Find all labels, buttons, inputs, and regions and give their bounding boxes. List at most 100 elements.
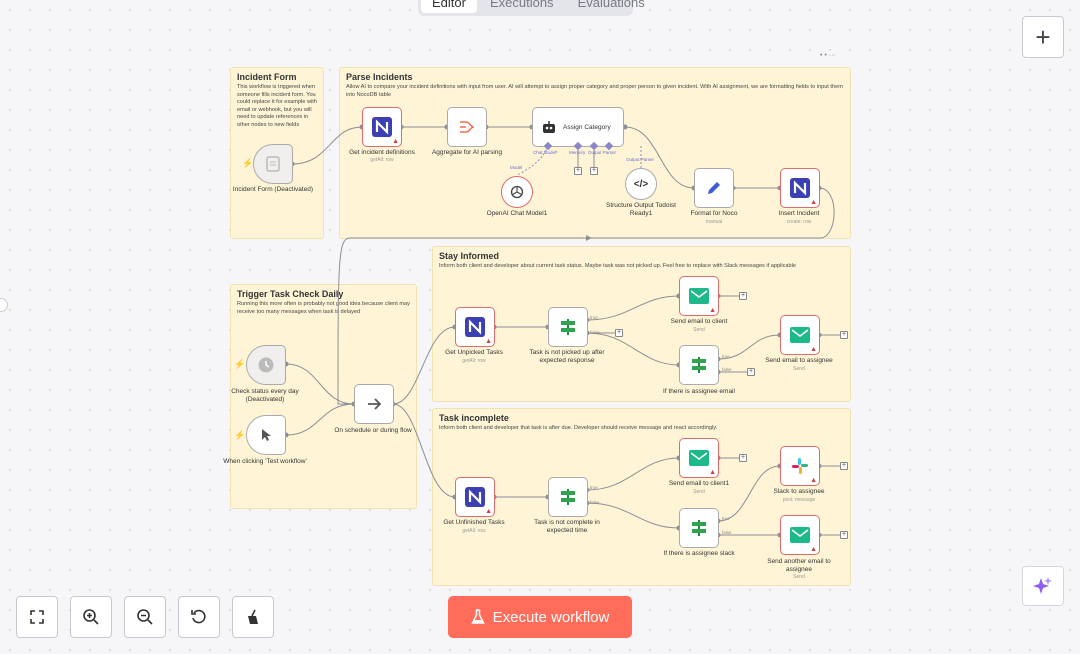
- clock-icon: [258, 357, 274, 373]
- node-insert-incident[interactable]: ▲: [780, 168, 820, 208]
- node-aggregate[interactable]: [447, 107, 487, 147]
- add-node-button[interactable]: +: [747, 368, 755, 376]
- sticky-desc: This workflow is triggered when someone …: [237, 84, 317, 128]
- node-slack-to-assignee[interactable]: ▲: [780, 446, 820, 486]
- warning-icon: ▲: [485, 508, 492, 515]
- node-when-clicking-test[interactable]: [246, 415, 286, 455]
- email-icon: [790, 527, 810, 543]
- sticky-desc: Running this more often is probably not …: [237, 301, 410, 315]
- canvas-options-icon[interactable]: • • ···: [820, 52, 836, 59]
- node-task-not-picked[interactable]: [548, 307, 588, 347]
- true-label: true: [590, 485, 598, 490]
- zoom-out-icon: [137, 609, 153, 625]
- warning-icon: ▲: [709, 469, 716, 476]
- node-task-not-complete[interactable]: [548, 477, 588, 517]
- trigger-bolt-icon: ⚡: [242, 158, 254, 168]
- execute-label: Execute workflow: [492, 608, 610, 626]
- add-node-button[interactable]: +: [840, 531, 848, 539]
- node-label: Task is not picked up after expected res…: [529, 349, 605, 365]
- node-label: Get incident definitions: [349, 149, 415, 156]
- warning-icon: ▲: [810, 346, 817, 353]
- form-icon: [266, 156, 280, 172]
- pencil-icon: [708, 182, 720, 194]
- ai-assistant-button[interactable]: [1022, 566, 1064, 606]
- slack-icon: [792, 458, 808, 474]
- node-subtitle: create: row: [786, 219, 812, 225]
- tab-editor[interactable]: Editor: [421, 0, 477, 13]
- model-label: Model: [510, 165, 523, 170]
- sparkle-icon: [1033, 577, 1052, 594]
- fit-view-button[interactable]: [16, 596, 58, 638]
- email-icon: [790, 327, 810, 343]
- view-tabs: Editor Executions Evaluations: [418, 0, 645, 16]
- node-openai-chat-model[interactable]: [501, 176, 533, 208]
- warning-icon: ▲: [709, 307, 716, 314]
- email-icon: [689, 450, 709, 466]
- node-format-for-noco[interactable]: [694, 168, 734, 208]
- openai-icon: [510, 185, 524, 199]
- zoom-out-button[interactable]: [124, 596, 166, 638]
- node-if-assignee-slack[interactable]: [679, 508, 719, 548]
- false-label: false: [590, 330, 600, 335]
- add-parser-button[interactable]: +: [590, 167, 598, 175]
- warning-icon: ▲: [810, 477, 817, 484]
- node-get-unfinished-tasks[interactable]: ▲: [455, 477, 495, 517]
- nocodb-icon: [790, 178, 810, 198]
- node-send-email-client1[interactable]: ▲: [679, 438, 719, 478]
- node-get-unpicked-tasks[interactable]: ▲: [455, 307, 495, 347]
- node-subtitle: getAll: row: [370, 157, 394, 163]
- add-node-button[interactable]: +: [1022, 16, 1064, 58]
- tab-executions[interactable]: Executions: [489, 0, 554, 10]
- node-label: Send email to client: [670, 318, 728, 325]
- add-node-button[interactable]: +: [739, 292, 747, 300]
- node-label: Send email to assignee: [765, 357, 833, 364]
- add-node-button[interactable]: +: [615, 329, 623, 337]
- flask-icon: [470, 609, 485, 624]
- zoom-in-icon: [83, 609, 99, 625]
- node-label: Aggregate for AI parsing: [431, 149, 503, 156]
- tidy-up-button[interactable]: [232, 596, 274, 638]
- left-panel-handle[interactable]: [0, 298, 8, 312]
- node-check-status-daily[interactable]: [246, 345, 286, 385]
- node-label: Assign Category: [563, 123, 611, 131]
- warning-icon: ▲: [392, 138, 399, 145]
- add-node-button[interactable]: +: [840, 331, 848, 339]
- node-if-assignee-email[interactable]: [679, 345, 719, 385]
- reset-zoom-button[interactable]: [178, 596, 220, 638]
- zoom-in-button[interactable]: [70, 596, 112, 638]
- if-signpost-icon: [692, 520, 706, 536]
- node-subtitle: manual: [705, 219, 723, 225]
- node-on-schedule[interactable]: [354, 384, 394, 424]
- node-structure-output[interactable]: </>: [625, 168, 657, 200]
- node-send-email-assignee[interactable]: ▲: [780, 315, 820, 355]
- robot-icon: [543, 121, 555, 133]
- pointer-icon: [262, 429, 271, 441]
- if-signpost-icon: [692, 357, 706, 373]
- node-label: Slack to assignee: [773, 488, 825, 495]
- sticky-title: Parse Incidents: [346, 72, 413, 82]
- node-label: On schedule or during flow: [334, 427, 412, 434]
- tab-evaluations[interactable]: Evaluations: [577, 0, 645, 10]
- node-send-another-email[interactable]: ▲: [780, 515, 820, 555]
- output-parser-label: Output Parser: [588, 150, 617, 155]
- execute-workflow-button[interactable]: Execute workflow: [448, 596, 632, 638]
- node-label: When clicking 'Test workflow': [223, 458, 307, 465]
- node-label: Task is not complete in expected time: [534, 519, 600, 535]
- node-label: Structure Output Todoist Ready1: [606, 202, 676, 218]
- add-node-button[interactable]: +: [739, 454, 747, 462]
- add-node-button[interactable]: +: [840, 462, 848, 470]
- false-label: false: [722, 367, 732, 372]
- node-incident-form[interactable]: [253, 144, 293, 184]
- true-label: true: [590, 315, 598, 320]
- chat-model-label: Chat Model*: [533, 150, 558, 155]
- node-get-incident-definitions[interactable]: ▲: [362, 107, 402, 147]
- node-label: Incident Form (Deactivated): [232, 186, 314, 193]
- warning-icon: ▲: [810, 546, 817, 553]
- add-memory-button[interactable]: +: [574, 167, 582, 175]
- sticky-title: Task incomplete: [439, 413, 509, 423]
- node-send-email-client[interactable]: ▲: [679, 276, 719, 316]
- node-subtitle: getAll: row: [462, 528, 486, 534]
- sticky-desc: Inform both client and developer about c…: [439, 263, 796, 269]
- node-assign-category[interactable]: Assign Category: [532, 107, 624, 147]
- node-subtitle: getAll: row: [462, 358, 486, 364]
